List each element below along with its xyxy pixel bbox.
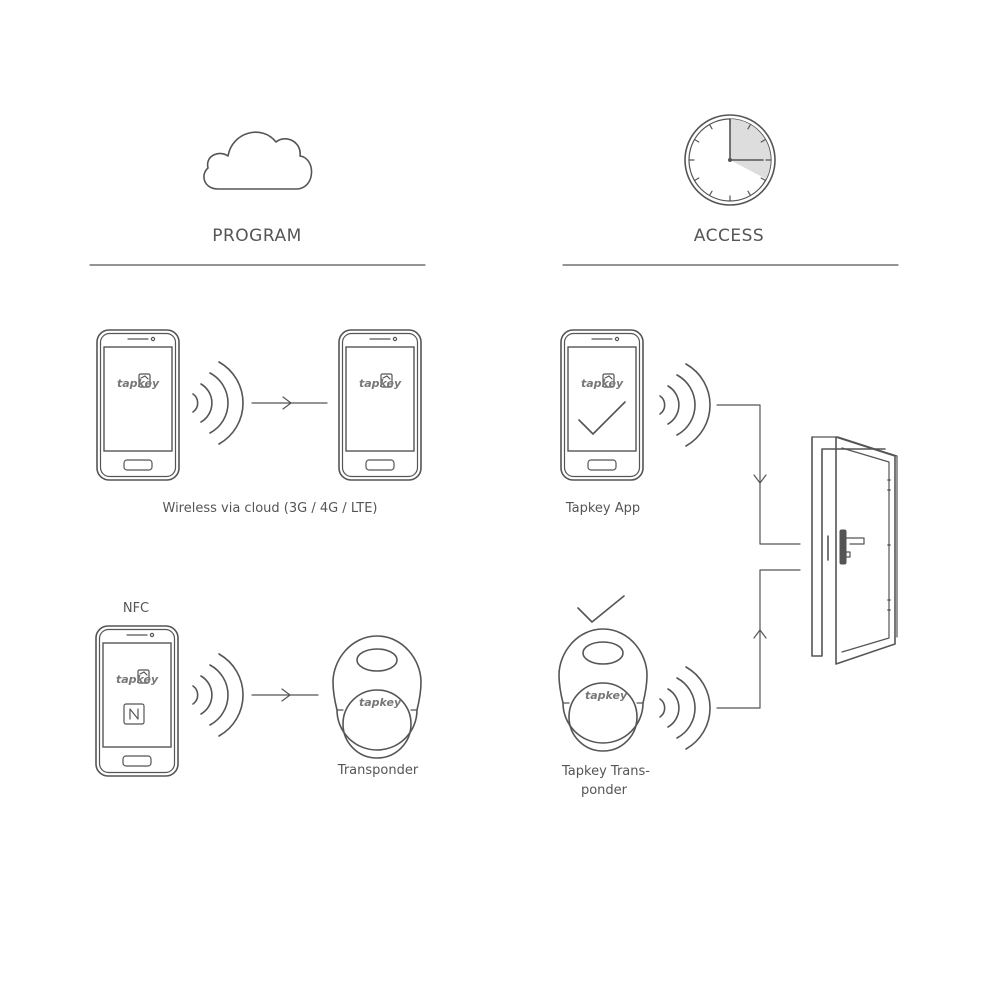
door-icon: [811, 436, 898, 665]
receiver-phone: tapkey: [338, 329, 422, 481]
wireless-label: Wireless via cloud (3G / 4G / LTE): [163, 501, 378, 516]
tapkey-logo-text: tapkey: [116, 673, 159, 686]
wireless-signal-icon: [192, 361, 244, 445]
nfc-phone: tapkey: [95, 625, 179, 777]
tapkey-key-fob-icon: tapkey: [558, 628, 648, 752]
checkmark-icon: [577, 595, 625, 623]
tapkey-logo-text: tapkey: [359, 377, 402, 390]
checkmark-icon: [578, 401, 626, 435]
tapkey-transponder-label-line1: Tapkey Trans-: [561, 764, 650, 779]
wireless-signal-icon: [659, 666, 711, 750]
sender-phone: tapkey: [96, 329, 180, 481]
clock-shade: [730, 119, 771, 179]
wireless-signal-icon: [659, 363, 711, 447]
tapkey-app-label: Tapkey App: [565, 501, 640, 516]
key-fob-icon: tapkey: [332, 635, 422, 759]
nfc-label: NFC: [123, 601, 149, 616]
clock-icon: [684, 114, 776, 206]
tapkey-logo-text: tapkey: [117, 377, 160, 390]
tapkey-transponder-label-line2: ponder: [581, 783, 628, 798]
nfc-icon: [123, 703, 145, 725]
arrow-right: [251, 688, 319, 702]
tapkey-logo-text: tapkey: [585, 689, 628, 702]
cloud-icon: [203, 131, 313, 190]
connector-lines: [716, 404, 801, 709]
program-heading: PROGRAM: [212, 226, 302, 246]
access-heading: ACCESS: [694, 226, 764, 246]
arrow-right: [251, 396, 328, 410]
wireless-signal-icon: [192, 653, 244, 737]
transponder-label: Transponder: [337, 763, 419, 778]
tapkey-logo-text: tapkey: [581, 377, 624, 390]
tapkey-app-phone: tapkey: [560, 329, 644, 481]
tapkey-logo-text: tapkey: [359, 696, 402, 709]
